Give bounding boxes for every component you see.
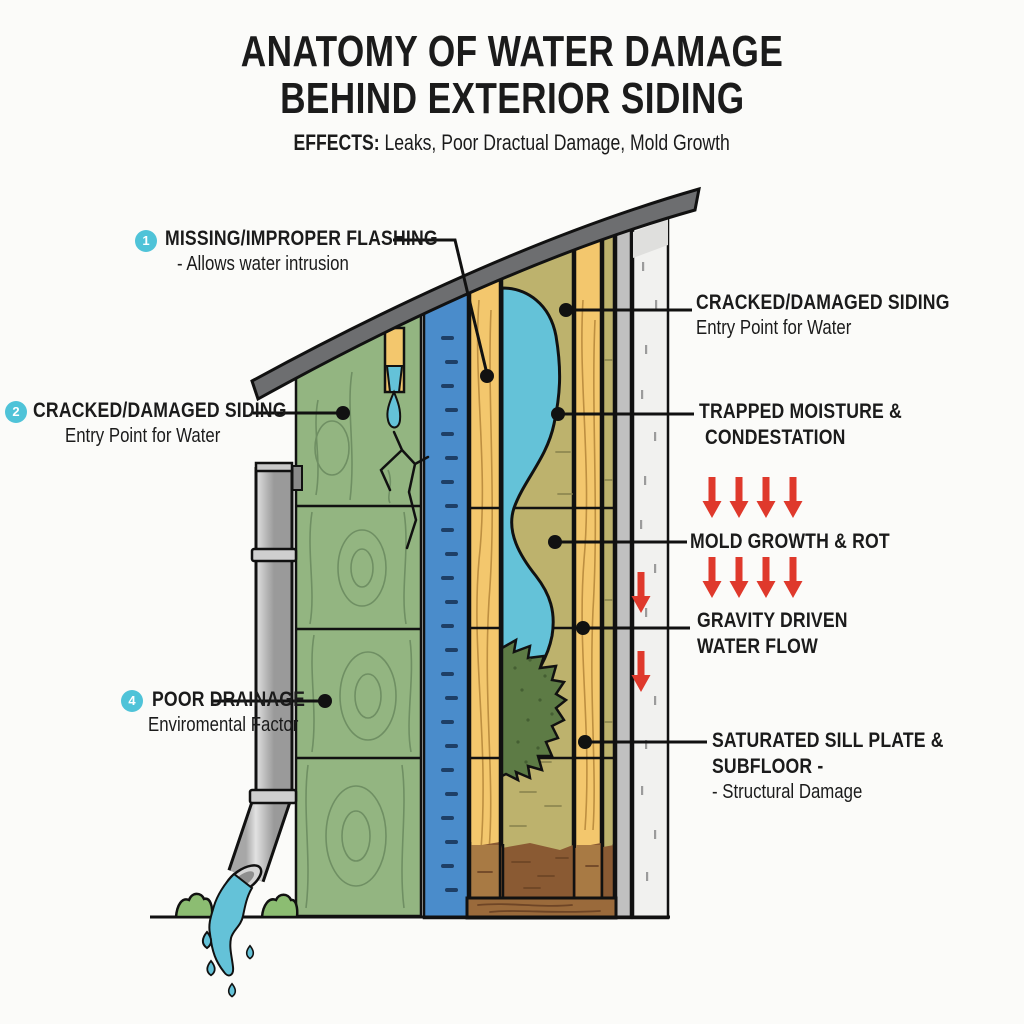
label-cracked-siding-left: CRACKED/DAMAGED SIDING Entry Point for W… [33,399,287,447]
label-gravity-flow: GRAVITY DRIVEN WATER FLOW [697,609,848,658]
water-intrusion [385,365,404,393]
wall-stud [468,193,502,900]
wood-grain [476,299,597,851]
page-title: ANATOMY OF WATER DAMAGE BEHIND EXTERIOR … [0,28,1024,156]
barrier-stitching [441,336,458,892]
label-missing-flashing: MISSING/IMPROPER FLASHING - Allows water… [165,227,438,275]
effects-text: Leaks, Poor Dractual Damage, Mold Growth [379,130,731,155]
downspout-pipe [223,461,303,896]
title-line: ANATOMY OF WATER DAMAGE [240,27,784,76]
leader-lines [212,238,707,749]
pipe-seam [250,547,298,563]
label-mold-growth: MOLD GROWTH & ROT [690,530,890,553]
saturated-zone [468,842,616,898]
pipe-seam [248,788,298,805]
weather-barrier [422,193,470,920]
title-line: BEHIND EXTERIOR SIDING [279,74,745,123]
pipe-top-rim [254,461,294,473]
sill-plate [465,896,618,920]
label-poor-drainage: POOR DRAINAGE Enviromental Factor [148,688,306,736]
interior-drywall [631,193,670,920]
callout-number-badge: 1 [135,230,157,252]
effects-label: EFFECTS: [293,130,380,155]
wall-stud [573,193,603,900]
label-trapped-moisture: TRAPPED MOISTURE & CONDESTATION [699,400,902,449]
roof-eave [250,186,701,402]
label-saturated-sill: SATURATED SILL PLATE & SUBFLOOR - - Stru… [712,729,944,803]
sheathing-strip [614,193,633,920]
callout-number-badge: 4 [121,690,143,712]
callout-number-badge: 2 [5,401,27,423]
mold-patch [500,637,569,783]
siding-joints [296,504,421,760]
siding-crack [379,430,430,550]
bush [174,892,299,919]
label-cracked-siding-right: CRACKED/DAMAGED SIDING Entry Point for W… [696,291,950,339]
water-discharge [201,872,255,998]
